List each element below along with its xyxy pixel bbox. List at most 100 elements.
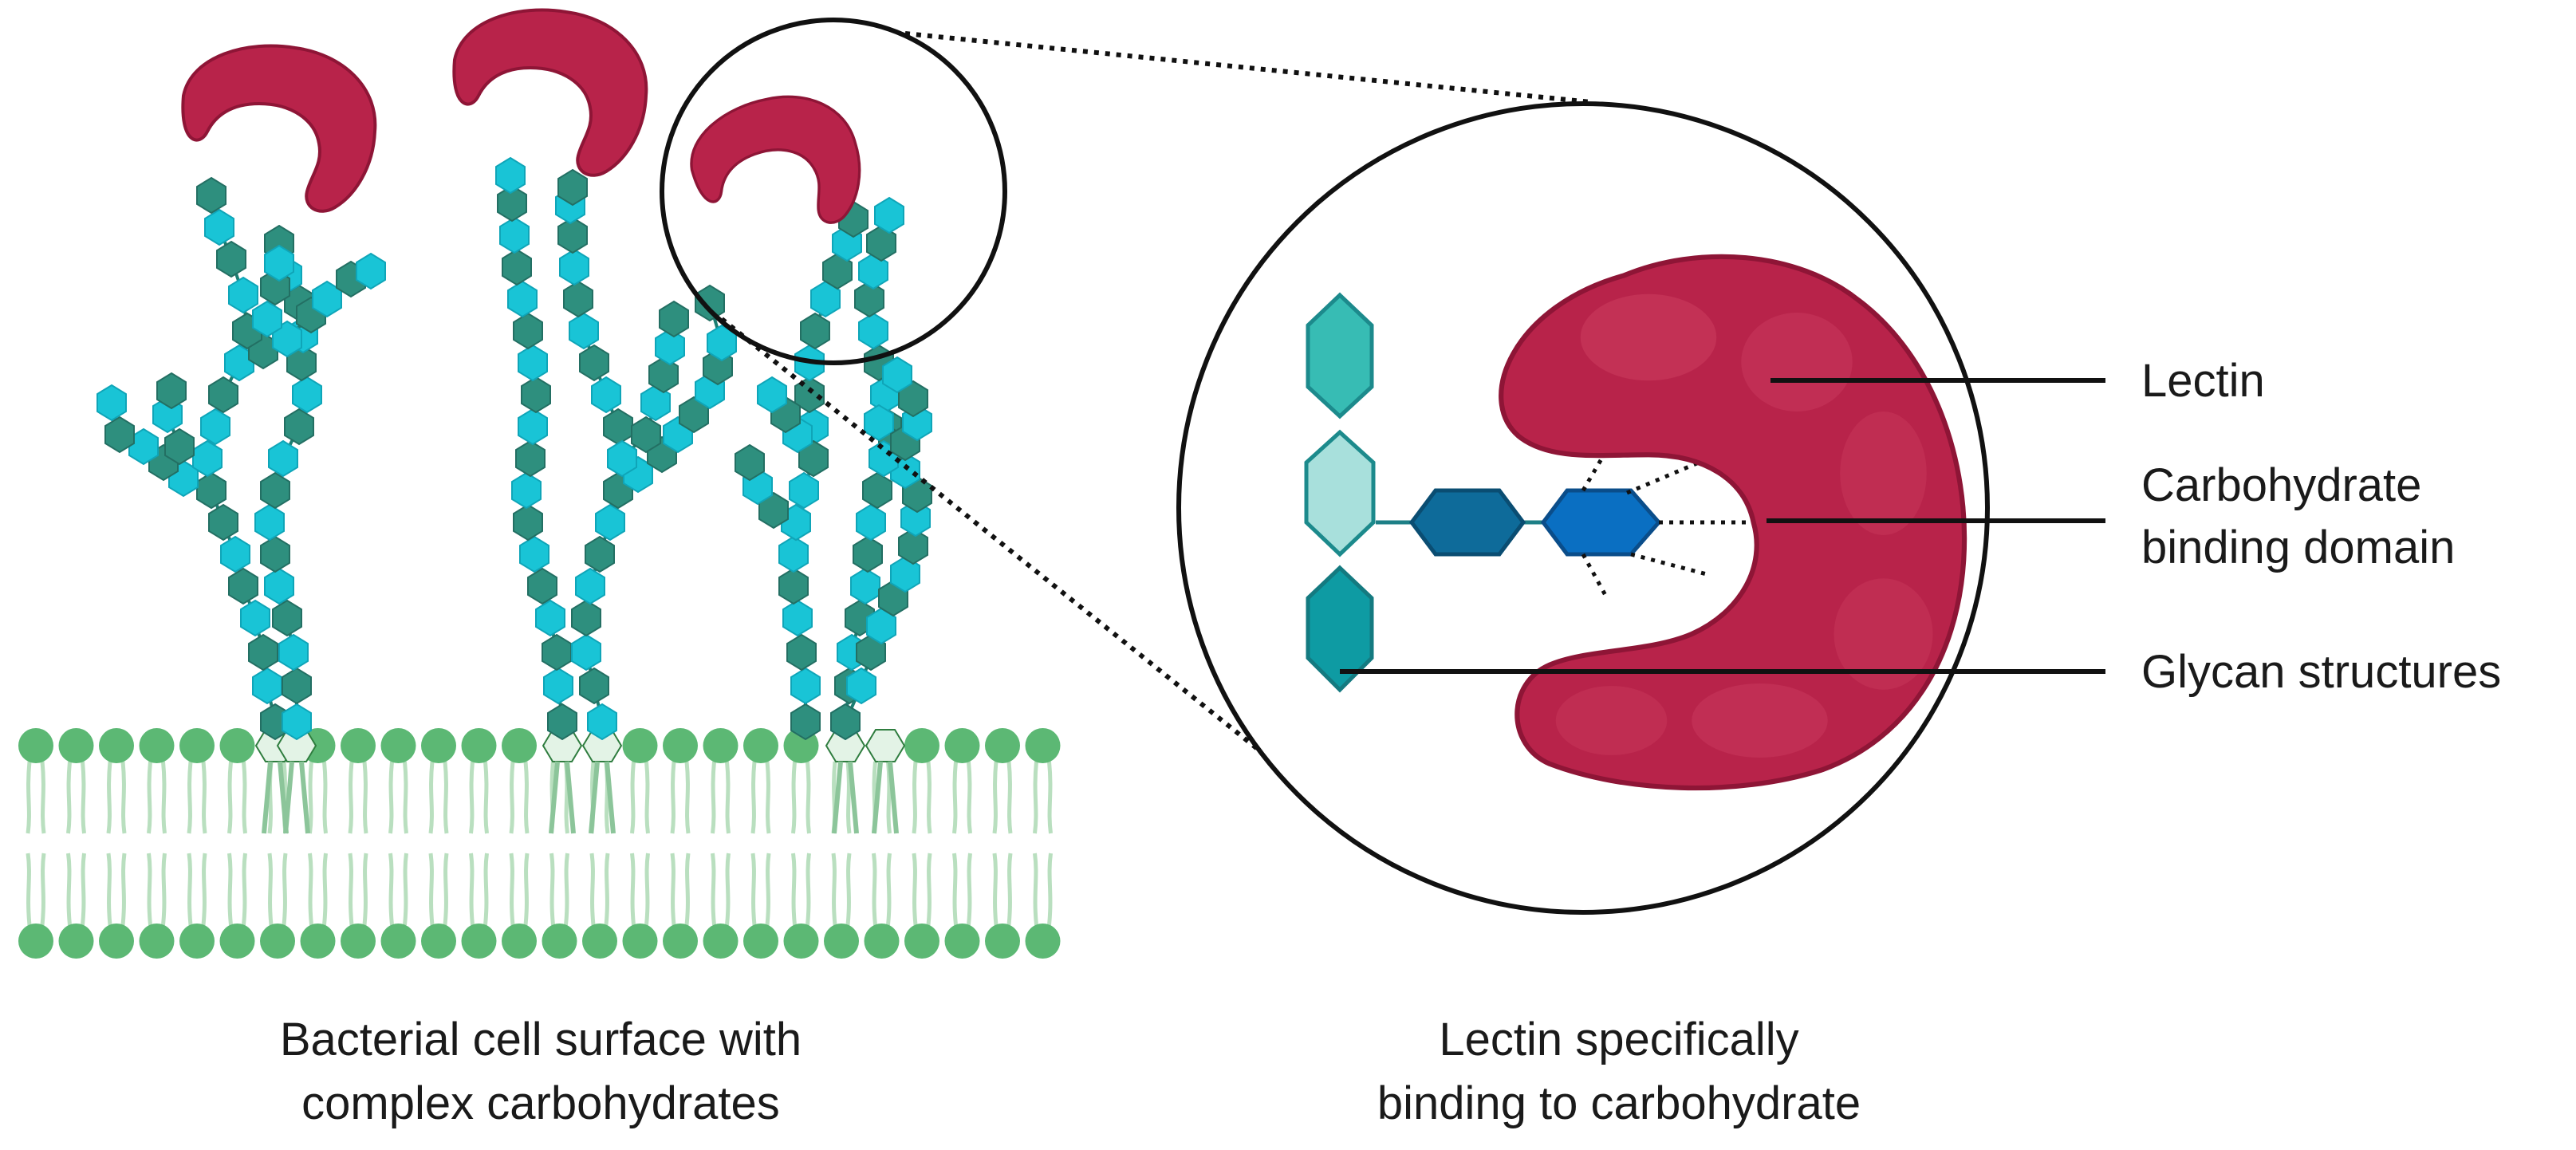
hexagon-sugar-icon (1304, 429, 1376, 557)
hexagon-sugar-icon (607, 439, 637, 478)
lipid-head (824, 924, 859, 959)
hexagon-sugar-icon (513, 312, 543, 350)
lipid-head (1025, 924, 1061, 959)
hexagon-sugar-icon (640, 384, 671, 422)
hexagon-sugar-icon (196, 176, 226, 215)
lipid-head (260, 924, 295, 959)
hexagon-sugar-icon (252, 300, 282, 338)
lipid-tail (750, 853, 757, 926)
hexagon-sugar-icon (282, 703, 312, 741)
lipid-tail (725, 853, 731, 926)
hexagon-sugar-icon (264, 244, 294, 282)
lipid-tail (711, 853, 716, 926)
hexagon-sugar-icon (196, 471, 226, 510)
hexagon-sugar-icon (260, 535, 290, 573)
hexagon-sugar-icon (900, 499, 931, 538)
lipid-head (341, 924, 376, 959)
lipid-tail (644, 853, 650, 926)
lipid-head (341, 728, 376, 763)
hexagon-sugar-icon (830, 703, 861, 741)
hexagon-sugar-icon (890, 555, 920, 593)
hexagon-sugar-icon (156, 372, 187, 410)
lipid-tail (201, 853, 207, 926)
lipid-tail (805, 853, 811, 926)
hexagon-sugar-icon (856, 633, 886, 671)
hexagon-sugar-icon (268, 439, 298, 478)
hexagon-sugar-icon (1306, 292, 1374, 419)
lectin-small-2 (452, 8, 648, 177)
lipid-head (622, 924, 658, 959)
lipid-tail (26, 853, 32, 926)
lipid-tail (362, 853, 368, 926)
hexagon-sugar-icon (850, 567, 880, 605)
lipid-tail (589, 761, 616, 834)
label-glycan-structures: Glycan structures (2141, 646, 2501, 698)
hexagon-sugar-icon (659, 300, 689, 338)
label-binding-domain-1: Carbohydrate (2141, 459, 2421, 511)
lipid-tail (509, 761, 515, 834)
lipid-head (944, 728, 980, 763)
hexagon-sugar-icon (208, 503, 238, 542)
hexagon-sugar-icon (519, 535, 549, 573)
lipid-tail (549, 853, 555, 926)
lipid-tail (388, 853, 394, 926)
lipid-tail (1006, 761, 1013, 834)
lipid-tail (40, 761, 46, 834)
hexagon-sugar-icon (571, 599, 601, 637)
magnifier-small-circle (660, 18, 1007, 365)
lipid-tail (147, 761, 152, 834)
hexagon-sugar-icon (846, 667, 876, 705)
hexagon-sugar-icon (192, 439, 223, 478)
caption-left-line1: Bacterial cell surface with (280, 1014, 802, 1065)
lipid-tail (403, 853, 408, 926)
lipid-tail (725, 761, 731, 834)
lipid-head (18, 728, 53, 763)
lipid-tail (604, 853, 610, 926)
lipid-tail (831, 853, 837, 926)
lipid-head (582, 924, 617, 959)
lipid-tail (443, 853, 449, 926)
hexagon-sugar-icon (543, 667, 573, 705)
lipid-head (864, 924, 900, 959)
hexagon-sugar-icon (513, 503, 543, 542)
lipid-tail (791, 761, 797, 834)
hexagon-sugar-icon (284, 408, 314, 446)
lipid-head (663, 728, 698, 763)
hexagon-sugar-icon (521, 376, 551, 414)
lipid-head (380, 924, 416, 959)
lipid-tail (469, 853, 475, 926)
lipid-tail (283, 761, 310, 834)
caption-right-line2: binding to carbohydrate (1377, 1077, 1861, 1129)
hexagon-sugar-icon (204, 208, 234, 246)
lipid-tail (40, 853, 46, 926)
lipid-tail (81, 761, 86, 834)
hexagon-sugar-icon (220, 535, 250, 573)
lectin-protein-icon (1499, 254, 1967, 791)
lipid-tail (1033, 853, 1038, 926)
hexagon-sugar-icon (535, 599, 565, 637)
lipid-head (380, 728, 416, 763)
lipid-head (139, 924, 175, 959)
lipid-tail (348, 853, 354, 926)
lipid-head (99, 728, 134, 763)
lipid-head (985, 728, 1020, 763)
hexagon-sugar-icon (208, 376, 238, 414)
lipid-head (179, 924, 215, 959)
lipid-tail (322, 853, 328, 926)
hexagon-sugar-icon (898, 527, 928, 565)
hexagon-sugar-icon (248, 633, 278, 671)
lipid-tail (805, 761, 811, 834)
glycan-tree-3 (735, 196, 932, 741)
lipid-tail (262, 761, 289, 834)
hexagon-sugar-icon (507, 280, 538, 318)
hexagon-sugar-icon (264, 567, 294, 605)
hexagon-sugar-icon (655, 328, 685, 366)
lipid-tail (483, 853, 489, 926)
lipid-bilayer-icon (18, 728, 1061, 959)
lipid-head (421, 924, 456, 959)
lipid-head (300, 924, 336, 959)
lipid-tail (684, 761, 691, 834)
lipid-tail (201, 761, 207, 834)
hexagon-sugar-icon (735, 443, 765, 482)
lipid-head (542, 924, 577, 959)
